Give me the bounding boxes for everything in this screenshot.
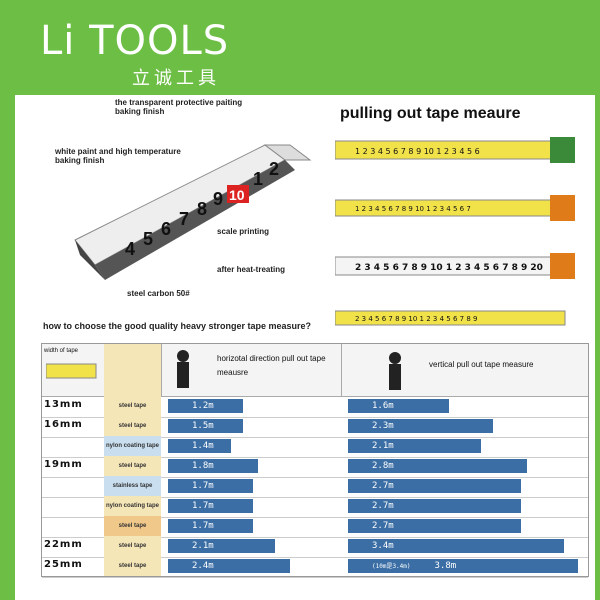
table-row: 22mm steel tape 2.1m 3.4m xyxy=(42,536,588,558)
tape-size: 16mm xyxy=(44,419,83,430)
tape-type: steel tape xyxy=(104,556,161,576)
svg-text:10: 10 xyxy=(229,187,245,203)
label-transparent: the transparent protective paiting bakin… xyxy=(115,98,243,116)
header-horizontal-cell: horizotal direction pull out tape meausr… xyxy=(161,344,342,396)
choose-question: how to choose the good quality heavy str… xyxy=(43,321,312,331)
label-white-paint: white paint and high temperature baking … xyxy=(55,147,181,165)
header-vertical-cell: vertical pull out tape measure xyxy=(341,344,588,396)
tape-type: steel tape xyxy=(104,536,161,556)
label-scale: scale printing xyxy=(217,227,270,236)
brand-subtitle: 立诚工具 xyxy=(132,68,220,89)
vertical-value: 3.8m xyxy=(434,561,457,571)
svg-text:2 3 4 5 6 7 8 9 10 1 2 3 4 5 6: 2 3 4 5 6 7 8 9 10 1 2 3 4 5 6 7 8 9 xyxy=(355,315,477,323)
horizontal-bar: 2.1m xyxy=(168,539,275,553)
tape-type: nylon coating tape xyxy=(104,496,161,516)
header-horizontal-label: horizotal direction pull out tape meausr… xyxy=(217,354,326,377)
vertical-value: 2.3m xyxy=(372,421,394,431)
comparison-table: width of tape horizotal direction pull o… xyxy=(41,343,589,578)
horizontal-bar: 1.8m xyxy=(168,459,258,473)
vertical-bar: 2.8m xyxy=(348,459,527,473)
horizontal-bar: 1.7m xyxy=(168,499,253,513)
table-row: 25mm steel tape 2.4m (10m是3.4m) 3.8m xyxy=(42,556,588,578)
vertical-bar: 2.7m xyxy=(348,519,521,533)
tape-photo-1: 1 2 3 4 5 6 7 8 9 10 1 2 3 4 5 6 xyxy=(335,137,575,163)
horizontal-bar: 1.2m xyxy=(168,399,243,413)
vertical-value: 2.1m xyxy=(372,441,394,451)
vertical-value: 2.7m xyxy=(372,501,394,511)
tape-photo-2: 1 2 3 4 5 6 7 8 9 10 1 2 3 4 5 6 7 xyxy=(335,195,575,221)
brand-logo: Li TOOLS xyxy=(40,18,230,64)
tape-size: 22mm xyxy=(44,539,83,550)
vertical-bar: 2.7m xyxy=(348,479,521,493)
table-row: steel tape 1.7m 2.7m xyxy=(42,516,588,538)
table-row: nylon coating tape 1.7m 2.7m xyxy=(42,496,588,518)
svg-text:7: 7 xyxy=(179,209,189,229)
table-row: 16mm steel tape 1.5m 2.3m xyxy=(42,416,588,438)
vertical-bar: 2.1m xyxy=(348,439,481,453)
vertical-bar: (10m是3.4m) 3.8m xyxy=(348,559,578,573)
tape-type: steel tape xyxy=(104,396,161,416)
table-row: 13mm steel tape 1.2m 1.6m xyxy=(42,396,588,418)
tape-type: steel tape xyxy=(104,416,161,436)
vertical-value: 3.4m xyxy=(372,541,394,551)
tape-size: 19mm xyxy=(44,459,83,470)
svg-text:1 2 3 4 5 6 7 8 9 10 1 2 3 4 5: 1 2 3 4 5 6 7 8 9 10 1 2 3 4 5 6 7 xyxy=(355,205,471,213)
table-row: nylon coating tape 1.4m 2.1m xyxy=(42,436,588,458)
tape-size: 25mm xyxy=(44,559,83,570)
svg-text:1: 1 xyxy=(253,169,263,189)
horizontal-bar: 2.4m xyxy=(168,559,290,573)
horizontal-bar: 1.7m xyxy=(168,519,253,533)
horizontal-bar: 1.5m xyxy=(168,419,243,433)
table-header: width of tape horizotal direction pull o… xyxy=(42,344,588,397)
vertical-note: (10m是3.4m) xyxy=(372,563,411,570)
svg-text:8: 8 xyxy=(197,199,207,219)
tape-type: steel tape xyxy=(104,516,161,536)
vertical-bar: 2.7m xyxy=(348,499,521,513)
vertical-value: 2.8m xyxy=(372,461,394,471)
svg-text:4: 4 xyxy=(125,239,135,259)
header-width-cell: width of tape xyxy=(42,344,105,396)
label-heat: after heat-treating xyxy=(217,265,286,274)
svg-text:5: 5 xyxy=(143,229,153,249)
tape-photo-3: 2 3 4 5 6 7 8 9 10 1 2 3 4 5 6 7 8 9 20 xyxy=(335,253,575,279)
table-row: stainless tape 1.7m 2.7m xyxy=(42,476,588,498)
vertical-bar: 3.4m xyxy=(348,539,564,553)
label-steel: steel carbon 50# xyxy=(127,289,190,298)
pull-title: pulling out tape meaure xyxy=(340,105,521,122)
svg-text:1 2 3 4 5 6 7 8 9 10 1 2 3 4 5: 1 2 3 4 5 6 7 8 9 10 1 2 3 4 5 6 xyxy=(355,147,480,156)
horizontal-bar: 1.7m xyxy=(168,479,253,493)
header-vertical-label: vertical pull out tape measure xyxy=(429,360,534,369)
svg-text:2: 2 xyxy=(269,159,279,179)
vertical-value: 2.7m xyxy=(372,481,394,491)
vertical-value: 2.7m xyxy=(372,521,394,531)
svg-text:2 3 4 5 6 7 8 9 10 1 2 3 4 5 6: 2 3 4 5 6 7 8 9 10 1 2 3 4 5 6 7 8 9 20 xyxy=(355,263,543,273)
vertical-bar: 2.3m xyxy=(348,419,493,433)
tape-type: stainless tape xyxy=(104,476,161,496)
tape-width-icon xyxy=(46,363,97,379)
header-type-cell xyxy=(104,344,162,396)
tape-type: steel tape xyxy=(104,456,161,476)
header-width-label: width of tape xyxy=(44,348,79,354)
vertical-bar: 1.6m xyxy=(348,399,449,413)
tape-photo-4: 2 3 4 5 6 7 8 9 10 1 2 3 4 5 6 7 8 9 xyxy=(335,310,566,326)
person-horizontal-icon xyxy=(177,350,189,388)
svg-text:6: 6 xyxy=(161,219,171,239)
person-vertical-icon xyxy=(389,352,401,390)
vertical-value: 1.6m xyxy=(372,401,394,411)
svg-text:9: 9 xyxy=(213,189,223,209)
tape-size: 13mm xyxy=(44,399,83,410)
table-row: 19mm steel tape 1.8m 2.8m xyxy=(42,456,588,478)
tape-type: nylon coating tape xyxy=(104,436,161,456)
horizontal-bar: 1.4m xyxy=(168,439,231,453)
